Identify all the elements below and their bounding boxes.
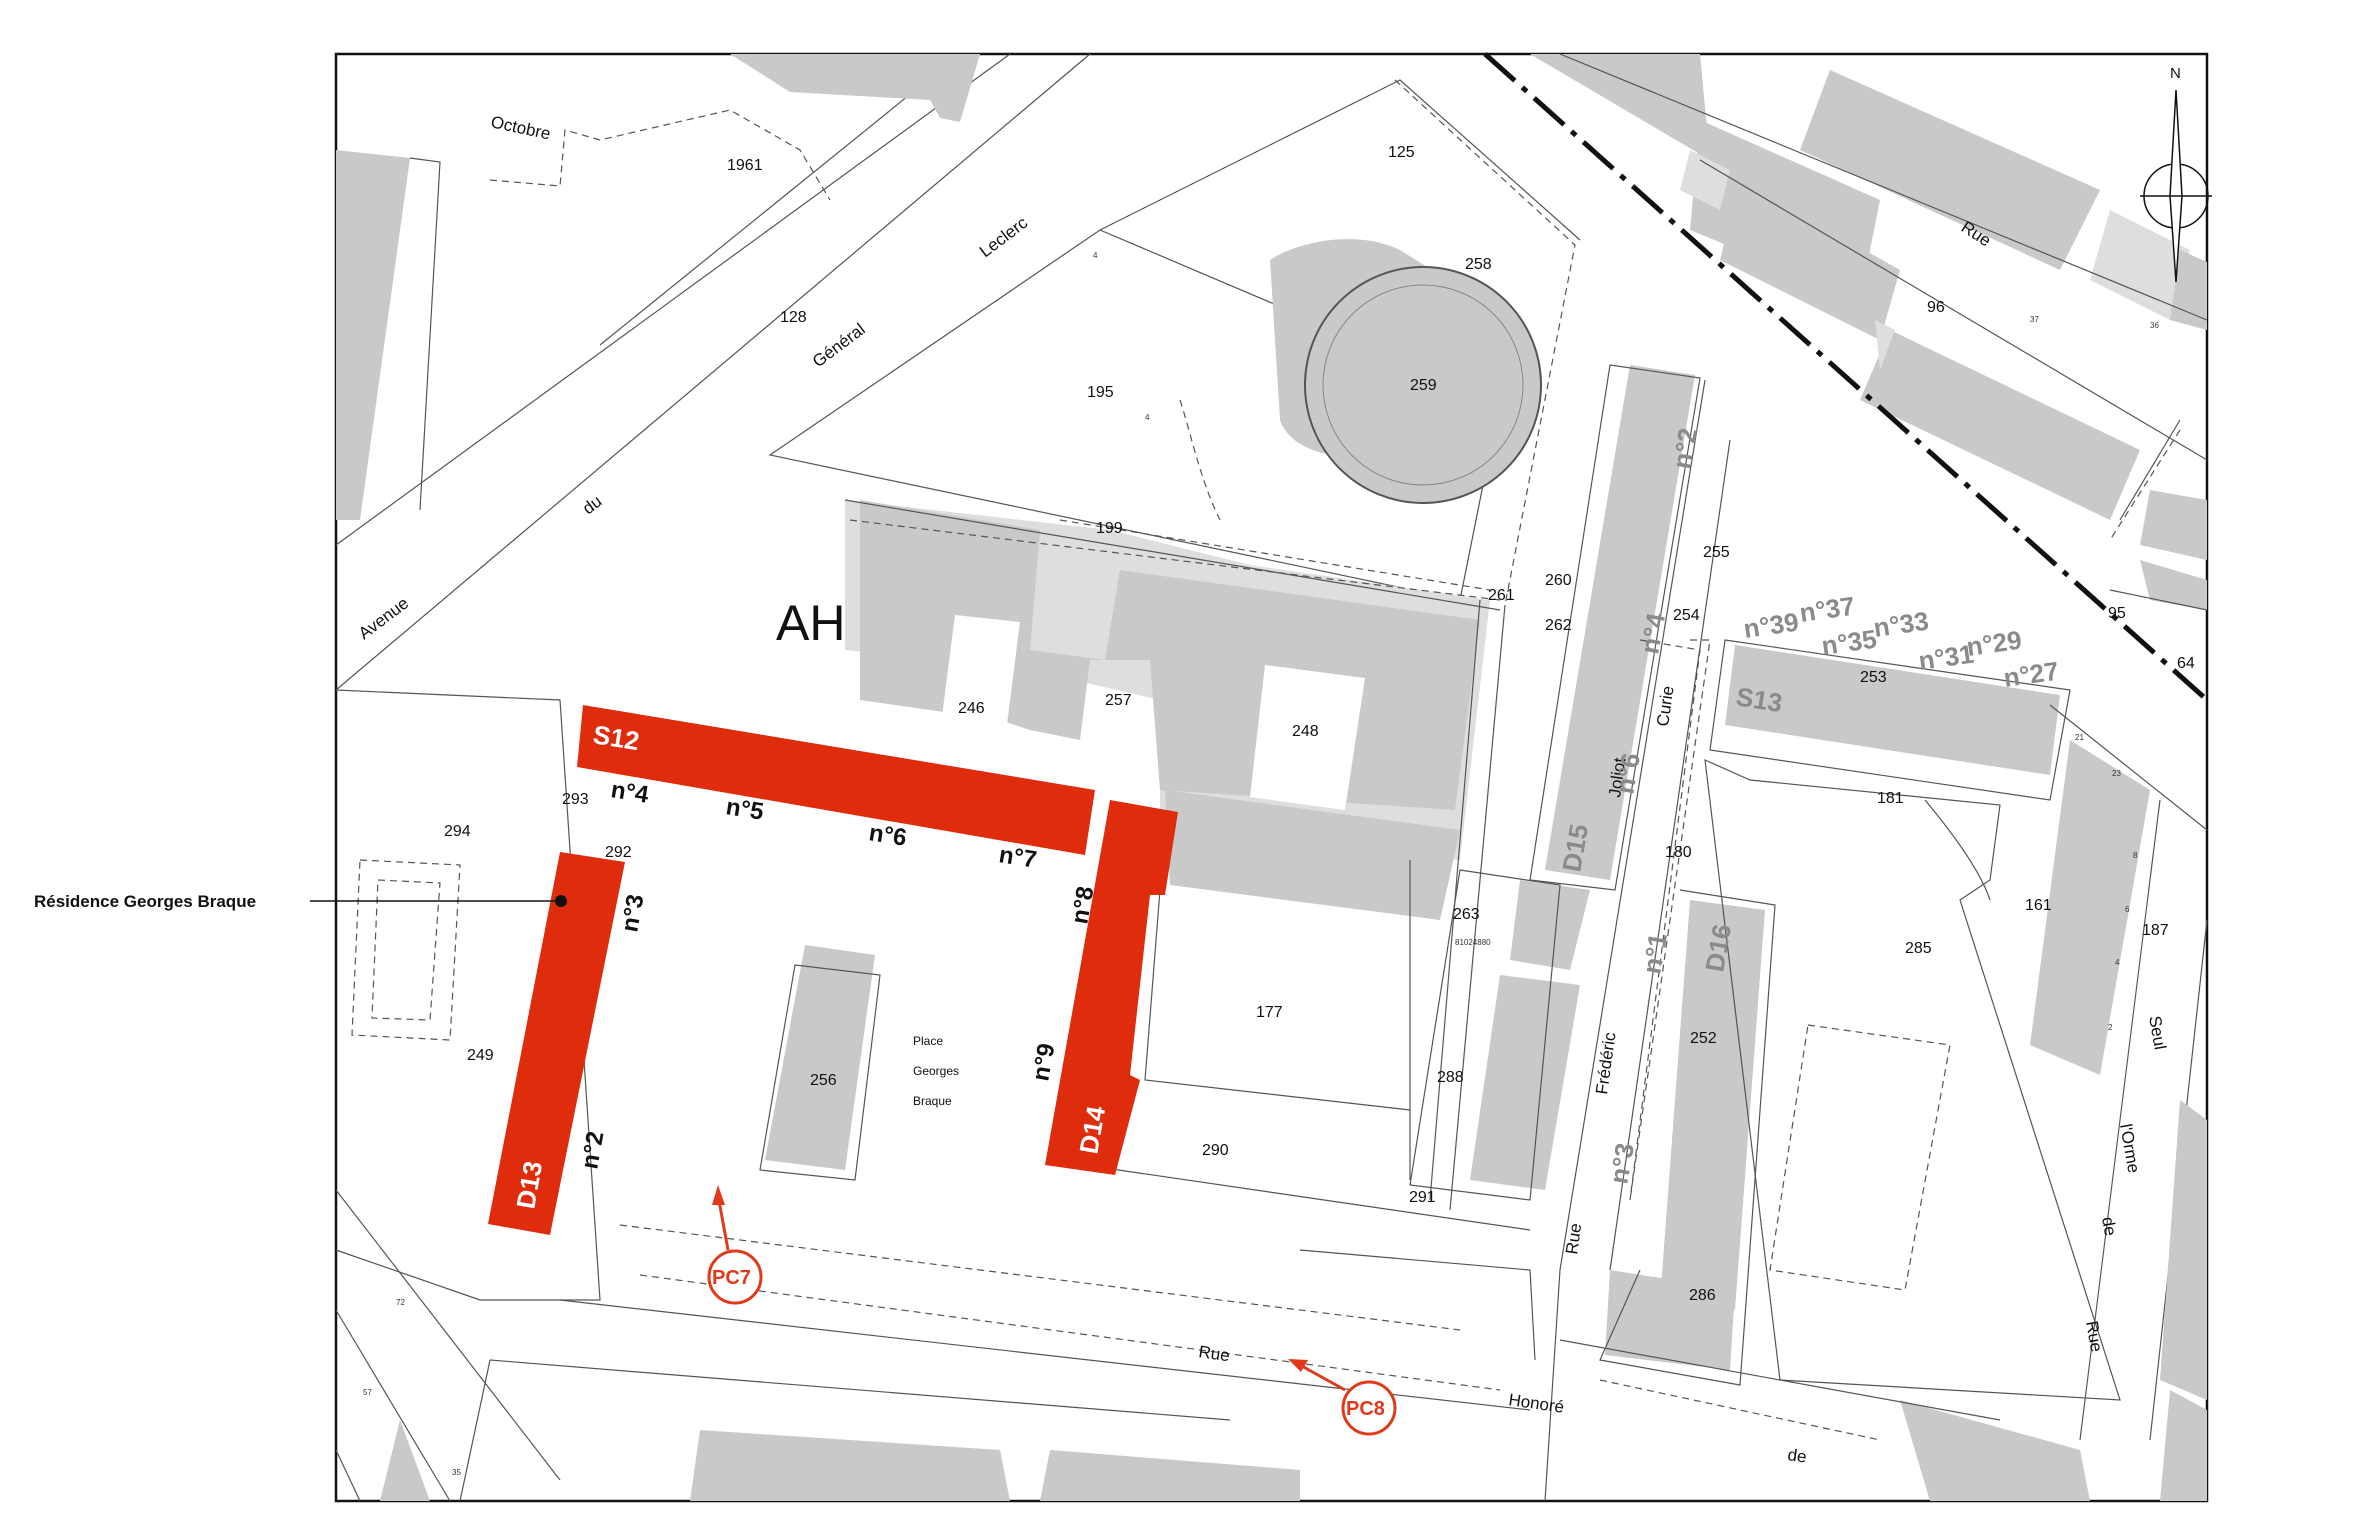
tiny-number: 8 (2133, 851, 2138, 860)
highlighted-buildings (488, 705, 1178, 1235)
entrance-label: n°8 (1066, 884, 1099, 926)
photo-point-pc7: PC7 (712, 1267, 751, 1289)
parcel-label: 260 (1545, 572, 1572, 589)
entrance-label: n°4 (1634, 610, 1671, 656)
photo-point-icon[interactable] (707, 1249, 763, 1305)
place-label: Place Georges Braque (913, 1034, 959, 1108)
parcel-label: 261 (1488, 587, 1515, 604)
entrance-label: n°2 (576, 1129, 609, 1171)
parcel-label: 292 (605, 844, 632, 861)
tiny-number: 21 (2075, 733, 2084, 742)
tiny-number: 57 (363, 1388, 372, 1397)
entrance-labels: n°4 n°5 n°6 n°7 n°3 n°2 n°8 n°9 (576, 776, 1099, 1171)
tiny-number: 37 (2030, 315, 2039, 324)
parcel-label: 285 (1905, 940, 1932, 957)
parcel-label: 64 (2177, 655, 2195, 672)
place-label-line: Place (913, 1034, 943, 1048)
entrance-label: n°4 (609, 776, 651, 809)
photo-point-icon[interactable] (1341, 1380, 1397, 1436)
parcel-label: 294 (444, 823, 471, 840)
parcel-label: 1961 (727, 157, 763, 174)
parcel-label: 181 (1877, 790, 1904, 807)
parcel-label: 262 (1545, 617, 1572, 634)
residence-callout: Résidence Georges Braque (34, 892, 567, 911)
place-label-line: Georges (913, 1064, 959, 1078)
parcel-label: 248 (1292, 723, 1319, 740)
parcel-label: 258 (1465, 256, 1492, 273)
tiny-numbers: 4 4 37 36 21 23 8 6 4 2 72 57 35 8102488… (363, 251, 2159, 1477)
street-label: de (1786, 1445, 1807, 1466)
parcel-label: 246 (958, 700, 985, 717)
grid-label: AH (776, 595, 845, 651)
entrance-label: n°6 (1609, 751, 1646, 796)
entrance-label: n°3 (616, 892, 649, 934)
parcel-label: 255 (1703, 544, 1730, 561)
commune-boundary (1483, 52, 2209, 702)
entrance-label: n°5 (724, 793, 765, 826)
entrance-label: n°6 (867, 819, 908, 852)
building-d13[interactable] (488, 852, 625, 1235)
parcel-label: 253 (1860, 669, 1887, 686)
parcel-label: 252 (1690, 1030, 1717, 1047)
building-label-s12: S12 (591, 719, 641, 756)
tiny-number: 35 (452, 1468, 461, 1477)
place-label-line: Braque (913, 1094, 952, 1108)
parcel-label: 187 (2142, 922, 2169, 939)
parcel-label: 125 (1388, 144, 1415, 161)
parcel-label: 257 (1105, 692, 1132, 709)
entrance-label: n°2 (1666, 426, 1703, 471)
parcel-label: 254 (1673, 607, 1700, 624)
tiny-number: 4 (2115, 958, 2120, 967)
parcel-label: 161 (2025, 897, 2052, 914)
building-label-s13: S13 (1734, 681, 1784, 718)
parcel-label: 291 (1409, 1189, 1436, 1206)
parcel-label: 128 (780, 309, 807, 326)
parcel-label: 199 (1096, 520, 1123, 537)
parcel-label: 256 (810, 1072, 837, 1089)
parcel-label: 288 (1437, 1069, 1464, 1086)
building-s12[interactable] (577, 705, 1095, 855)
tiny-number: 36 (2150, 321, 2159, 330)
entrance-label: n°7 (997, 841, 1038, 874)
parcel-label: 249 (467, 1047, 494, 1064)
parcel-label: 263 (1453, 906, 1480, 923)
parcel-label: 180 (1665, 844, 1692, 861)
tiny-number: 2 (2108, 1023, 2113, 1032)
entrance-label: n°9 (1027, 1041, 1060, 1083)
building-d14[interactable] (1045, 800, 1178, 1175)
street-label: Rue (1562, 1222, 1585, 1256)
parcel-label: 177 (1256, 1004, 1283, 1021)
entrance-label: n°3 (1603, 1141, 1640, 1186)
street-label: Rue (1197, 1342, 1231, 1365)
residence-label: Résidence Georges Braque (34, 892, 256, 911)
tiny-number: 4 (1145, 413, 1150, 422)
parcel-label: 259 (1410, 377, 1437, 394)
parcel-label: 195 (1087, 384, 1114, 401)
parcel-label: 293 (562, 791, 589, 808)
parcel-numbers: 1961 125 258 259 195 128 199 96 255 261 … (444, 144, 2195, 1304)
photo-points: PC7 PC8 (707, 1185, 1397, 1436)
parcel-label: 96 (1927, 299, 1945, 316)
base-map (335, 52, 2209, 1502)
tiny-number: 4 (1093, 251, 1098, 260)
entrance-label: n°1 (1636, 931, 1673, 976)
parcel-label: 290 (1202, 1142, 1229, 1159)
parcel-label: 95 (2108, 605, 2126, 622)
tiny-number: 72 (396, 1298, 405, 1307)
callout-dot-icon (555, 895, 567, 907)
photo-point-pc8: PC8 (1346, 1398, 1385, 1420)
north-label: N (2170, 65, 2181, 82)
tiny-number: 81024880 (1455, 938, 1491, 947)
parcel-label: 286 (1689, 1287, 1716, 1304)
north-arrow-icon: N (2140, 65, 2212, 283)
tiny-number: 6 (2125, 905, 2130, 914)
tiny-number: 23 (2112, 769, 2121, 778)
street-label: de (2098, 1215, 2120, 1237)
building-labels: S12 D13 D14 S13 D15 D16 (510, 681, 1784, 1211)
